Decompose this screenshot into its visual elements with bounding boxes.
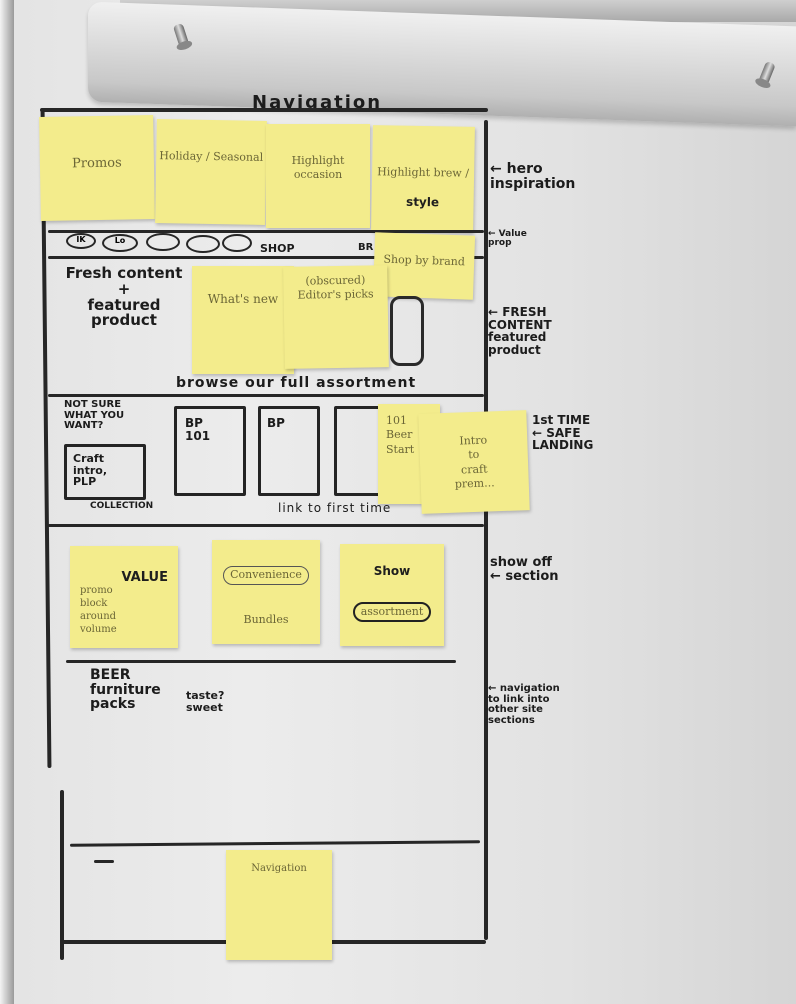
link-first-time-text: link to first time [278,501,392,515]
sticky-navigation: Navigation [226,850,332,960]
annotation-show-off: show off ← section [490,555,559,584]
annotation-first-time: 1st TIME ← SAFE LANDING [532,413,594,453]
beer-section-sub: taste? sweet [186,689,225,714]
annotation-navigation: ← navigation to link into other site sec… [488,683,560,726]
sticky-highlight-brew-label: Highlight brew / [377,165,470,181]
show-off-divider [66,660,456,663]
nav-circle-1: IK [66,233,96,249]
annotation-fresh-content: ← FRESH CONTENT featured product [488,305,552,357]
beer-section-label: BEER furniture packs [90,667,161,713]
hourglass-sketch-icon [390,296,424,366]
whiteboard-frame [0,0,14,1004]
fresh-section-divider [48,394,484,397]
collection-label: COLLECTION [90,501,154,511]
sticky-highlight-brew-bold: style [405,194,440,210]
frame-right-line [484,120,488,940]
sticky-assortment-label: assortment [352,602,432,623]
wireframe-title: Navigation [252,92,383,113]
card-bp-101-text: BP 101 [185,416,211,443]
sticky-value: VALUE promo block around volume [70,546,178,648]
annotation-value-prop: ← Value prop [488,229,527,249]
card-bp: BP [258,406,320,496]
nav-circle-2: Lo [102,234,138,252]
sticky-value-label: promo block around volume [80,585,117,635]
sticky-shop-by-brand: Shop by brand [372,232,476,300]
annotation-hero: ← hero inspiration [490,161,576,192]
footer-dash [94,860,114,863]
nav-shop-text: SHOP [260,242,295,255]
sticky-editors-picks: (obscured) Editor's picks [283,265,389,369]
frame-top [40,108,488,112]
collection-box-text: Craft intro, PLP [73,452,108,489]
sticky-holiday-seasonal: Holiday / Seasonal [155,119,267,225]
safe-landing-divider [48,524,484,527]
nav-circle-4 [186,235,220,253]
sticky-value-bold: VALUE [121,570,169,585]
nav-trailing-text: BR [358,242,374,253]
sticky-highlight-occasion: Highlight occasion [266,124,370,228]
fresh-content-label: Fresh content + featured product [65,264,183,330]
frame-left-lower [60,790,64,960]
nav-circle-3 [146,233,180,251]
nav-strip-top [48,230,484,233]
sticky-convenience-label: Convenience [223,566,309,585]
card-bp-text: BP [267,416,285,430]
not-sure-prompt: NOT SURE WHAT YOU WANT? [64,399,125,431]
sticky-promos: Promos [39,115,155,221]
sticky-whats-new: What's new [192,266,294,374]
sticky-show-assortment: Show assortment [340,544,444,646]
nav-strip-bottom [48,256,484,259]
browse-assortment-text: browse our full assortment [176,375,417,391]
card-bp-101: BP 101 [174,406,246,496]
sticky-highlight-brew: Highlight brew / style [371,125,475,233]
card-empty [334,406,384,496]
sticky-convenience: Convenience Bundles [212,540,320,644]
collection-box: Craft intro, PLP [64,444,146,500]
sticky-convenience-sub: Bundles [243,613,289,627]
nav-circle-5 [222,234,252,252]
sticky-intro-to-craft: Intro to craft prem... [418,410,530,514]
sticky-show-bold: Show [373,564,411,579]
